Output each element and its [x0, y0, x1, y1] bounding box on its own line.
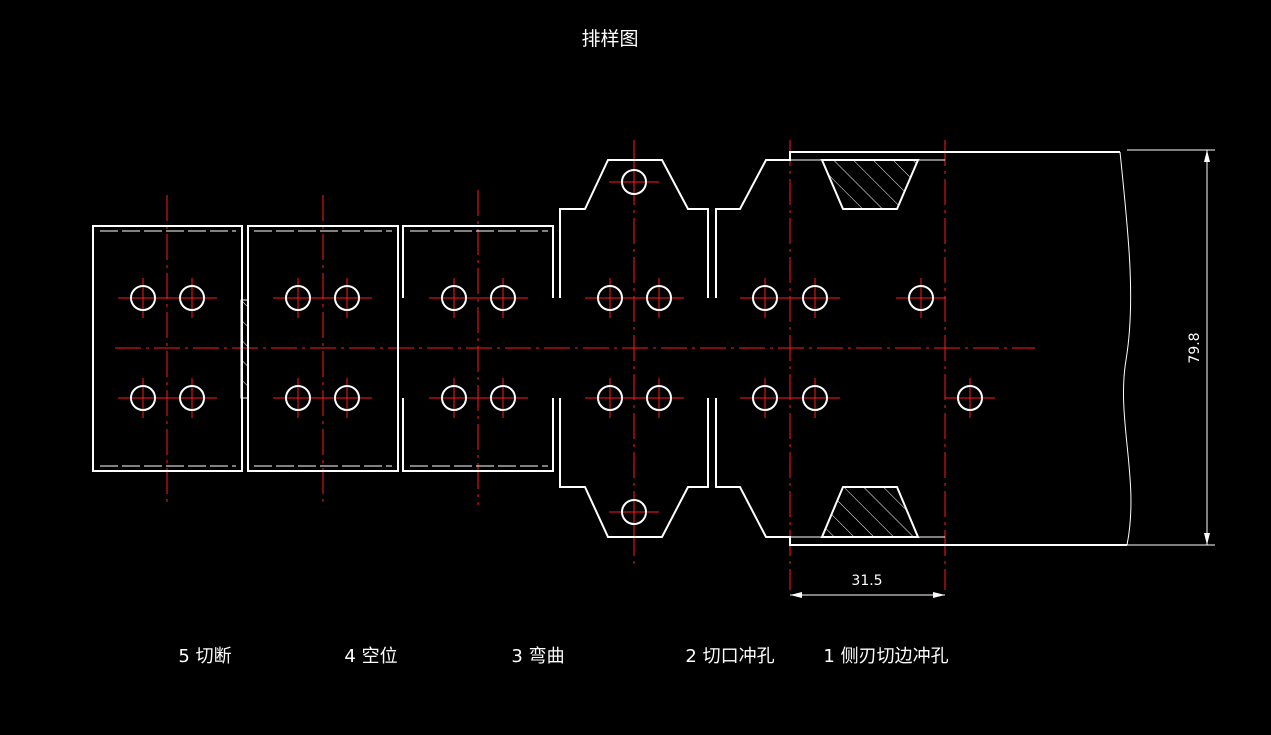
pierced-holes: [118, 162, 995, 532]
pierced-hole: [167, 378, 217, 418]
strip-outline: [559, 151, 1132, 546]
drawing-title: 排样图: [581, 28, 638, 50]
pierced-hole: [585, 378, 635, 418]
pierced-hole: [790, 378, 840, 418]
pierced-hole: [167, 278, 217, 318]
pierced-hole: [322, 278, 372, 318]
dimension-pitch: 31.5: [790, 573, 945, 598]
pitch-dimension-text: 31.5: [851, 573, 882, 589]
pierced-hole: [634, 378, 684, 418]
station-label-5: 5 切断: [178, 646, 231, 667]
pierced-hole: [273, 278, 323, 318]
pierced-hole: [585, 278, 635, 318]
strip-break-line: [1119, 151, 1132, 546]
pierced-hole: [429, 378, 479, 418]
pierced-hole: [273, 378, 323, 418]
top-scrap-hatch: [820, 159, 920, 210]
pierced-hole: [478, 278, 528, 318]
part-station-4: [247, 225, 399, 472]
cut-scrap-hatch: [240, 299, 249, 399]
pierced-hole: [429, 278, 479, 318]
pierced-hole: [945, 378, 995, 418]
pierced-hole: [118, 278, 168, 318]
height-dimension-text: 79.8: [1187, 332, 1203, 363]
centerlines: [115, 140, 1035, 590]
pierced-hole: [609, 162, 659, 202]
station-label-3: 3 弯曲: [511, 646, 564, 667]
pierced-hole: [790, 278, 840, 318]
pierced-hole: [896, 278, 946, 318]
bottom-scrap-hatch: [820, 486, 920, 538]
pierced-hole: [322, 378, 372, 418]
pierced-hole: [609, 492, 659, 532]
side-cutter-scrap: [820, 159, 920, 538]
station-label-4: 4 空位: [344, 646, 397, 667]
dimension-height: 79.8: [1127, 149, 1215, 546]
pierced-hole: [740, 378, 790, 418]
station-label-2: 2 切口冲孔: [685, 646, 774, 667]
pierced-hole: [634, 278, 684, 318]
pierced-hole: [478, 378, 528, 418]
pierced-hole: [118, 378, 168, 418]
station-labels: 5 切断 4 空位 3 弯曲 2 切口冲孔 1 侧刃切边冲孔: [178, 646, 948, 667]
pierced-hole: [740, 278, 790, 318]
part-station-3: [402, 225, 554, 472]
station-label-1: 1 侧刃切边冲孔: [823, 646, 948, 667]
